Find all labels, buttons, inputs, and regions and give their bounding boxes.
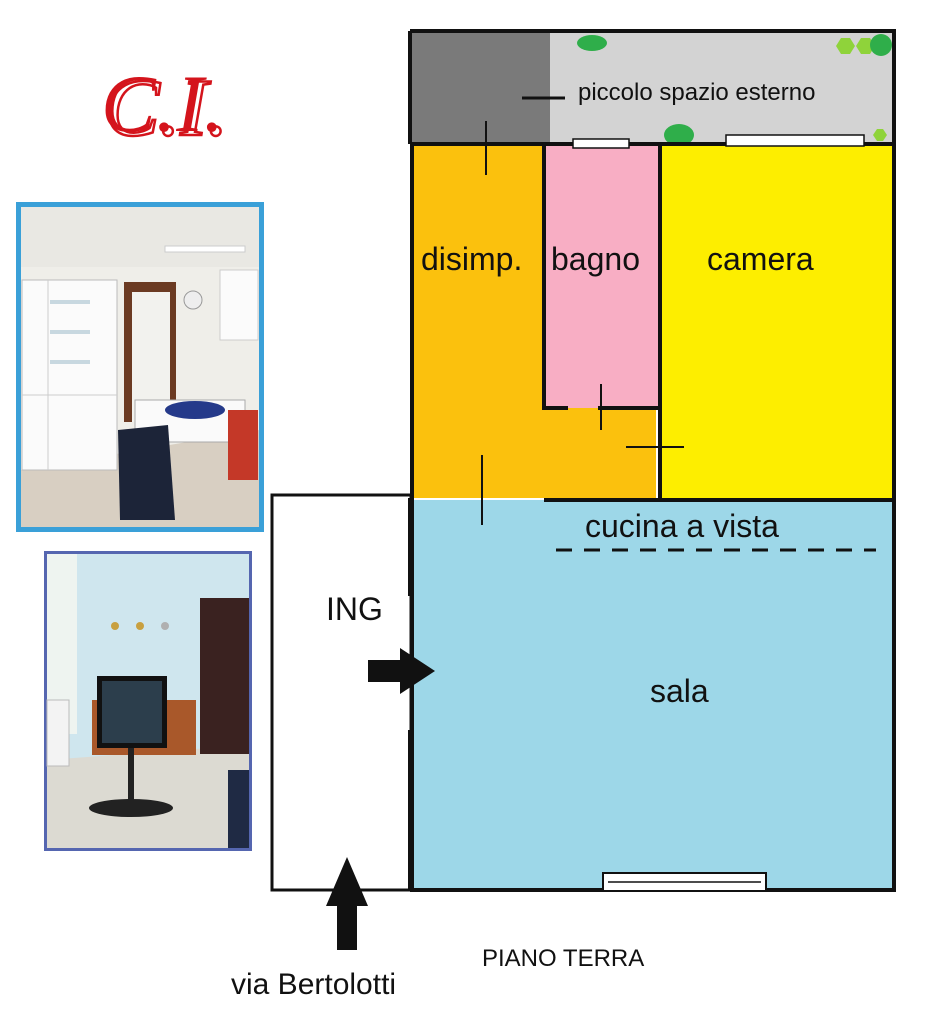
logo-text-shadow: C.I.	[101, 58, 224, 149]
storage-area	[410, 31, 550, 144]
sala-label: sala	[650, 673, 709, 709]
floor-label: PIANO TERRA	[482, 945, 644, 972]
kitchen-photo	[16, 202, 264, 532]
windows	[572, 134, 865, 892]
entrance-arrow-icon	[368, 648, 435, 694]
logo: C.I. C.I.	[101, 58, 229, 154]
window	[572, 138, 630, 149]
outdoor-area: piccolo spazio esterno	[410, 31, 894, 146]
plant-icon	[856, 38, 875, 54]
room-disimpegno: disimp.	[412, 144, 656, 498]
street-arrow-icon	[326, 857, 368, 950]
entrance-area: ING	[270, 493, 413, 892]
door-marks	[481, 121, 684, 525]
plant-icon	[577, 35, 607, 51]
plant-icon	[870, 34, 892, 56]
plant-icon	[836, 38, 855, 54]
room-bagno: bagno	[544, 144, 660, 408]
plant-icon	[873, 129, 887, 141]
living-room-photo	[44, 551, 252, 851]
camera-label: camera	[707, 241, 814, 277]
disimpegno-label: disimp.	[421, 241, 522, 277]
room-sala: cucina a vista sala	[412, 500, 892, 890]
ingresso-label: ING	[326, 591, 383, 627]
walls	[408, 29, 896, 892]
street-label: via Bertolotti	[231, 968, 396, 1001]
plant-icon	[664, 124, 694, 146]
cucina-label: cucina a vista	[585, 508, 779, 544]
outdoor-label: piccolo spazio esterno	[578, 79, 815, 106]
logo-text: C.I.	[105, 62, 228, 153]
window	[725, 134, 865, 147]
bagno-label: bagno	[551, 241, 640, 277]
room-camera: camera	[660, 144, 892, 500]
